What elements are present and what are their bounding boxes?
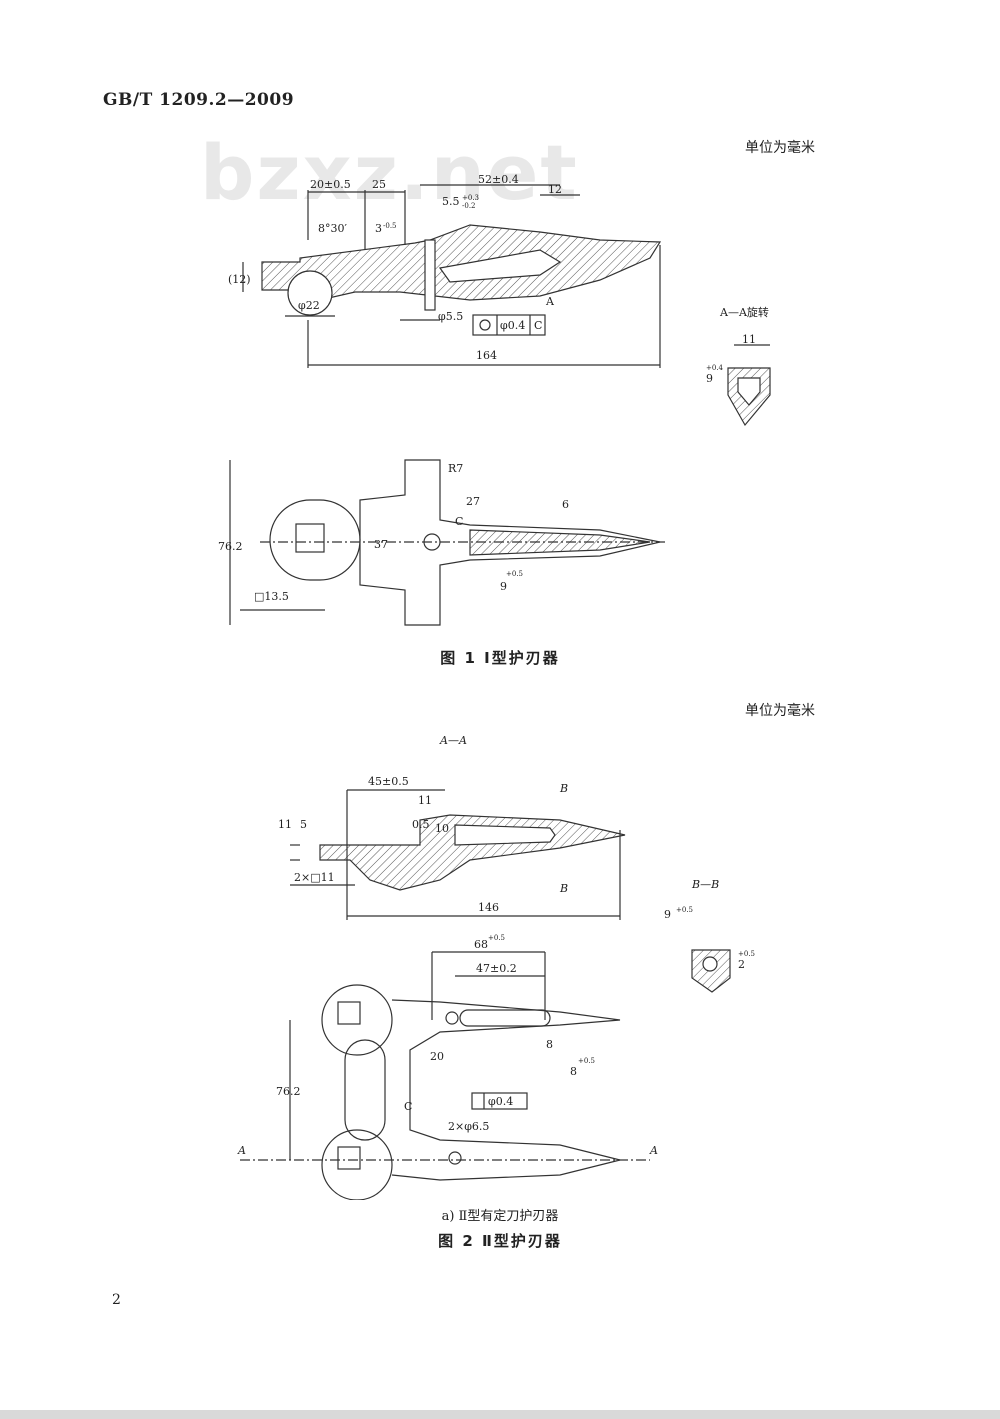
section-aa-title: A—A旋转 bbox=[719, 305, 769, 319]
dim-146: 146 bbox=[478, 901, 499, 914]
section-aa-height-tol: +0.4 bbox=[706, 364, 724, 372]
circle-c-mark: C bbox=[404, 1100, 412, 1113]
dim-5-5-tol: +0.3 bbox=[462, 194, 479, 202]
dim-20: 20±0.5 bbox=[310, 178, 351, 191]
view-aa-label: A—A bbox=[439, 734, 467, 747]
dim-phi22: φ22 bbox=[298, 299, 320, 312]
dim-angle: 8°30′ bbox=[318, 222, 347, 235]
dim-45: 45±0.5 bbox=[368, 775, 409, 788]
dim-8: 8 bbox=[546, 1038, 553, 1051]
tolerance-frame-value: φ0.4 bbox=[500, 319, 525, 332]
units-label-1: 单位为毫米 bbox=[745, 140, 815, 156]
dim-0-5: 0.5 bbox=[412, 818, 430, 831]
section-aa-height: 9 bbox=[706, 372, 713, 385]
dim-52: 52±0.4 bbox=[478, 173, 519, 186]
section-mark-a-left: A bbox=[237, 1144, 246, 1157]
dim-12: 12 bbox=[548, 183, 562, 196]
figure-2-subcaption: a) Ⅱ型有定刀护刃器 bbox=[441, 1209, 559, 1224]
dim-8b-tol: +0.5 bbox=[578, 1057, 595, 1065]
dim-25: 25 bbox=[372, 178, 386, 191]
tolerance-value: φ0.4 bbox=[488, 1095, 513, 1108]
watermark: bzxz.net bbox=[200, 128, 579, 217]
dim-3: 3 bbox=[375, 222, 382, 235]
section-bb-title: B—B bbox=[691, 878, 719, 891]
section-mark-a-right: A bbox=[649, 1144, 658, 1157]
dim-164: 164 bbox=[476, 349, 497, 362]
dim-5-5-tol2: -0.2 bbox=[462, 202, 476, 210]
figure-1-caption: 图 1 Ⅰ型护刃器 bbox=[440, 649, 560, 667]
dim-37: 37 bbox=[374, 538, 388, 551]
dim-76-2: 76.2 bbox=[276, 1085, 301, 1098]
dim-10: 10 bbox=[435, 822, 449, 835]
dim-47: 47±0.2 bbox=[476, 962, 517, 975]
dim-phi5-5: φ5.5 bbox=[438, 310, 463, 323]
section-mark-b-top: B bbox=[559, 782, 568, 795]
dim-r7: R7 bbox=[448, 462, 463, 475]
tolerance-datum: C bbox=[534, 319, 542, 332]
figure-2-drawing: A—A 45±0.5 11 5 0.5 10 11 2×□11 146 B B … bbox=[237, 734, 755, 1200]
section-bb-height: 2 bbox=[738, 958, 745, 971]
dim-2x-square-11: 2×□11 bbox=[294, 871, 335, 884]
dim-holes: 2×φ6.5 bbox=[448, 1120, 489, 1133]
dim-6: 6 bbox=[562, 498, 569, 511]
dim-5: 5 bbox=[300, 818, 307, 831]
dim-square-13-5: □13.5 bbox=[254, 590, 289, 603]
section-mark-a: A bbox=[545, 295, 555, 308]
page-bottom-edge bbox=[0, 1410, 1000, 1419]
dim-h11: 11 bbox=[278, 818, 292, 831]
section-mark-b-bottom: B bbox=[559, 882, 568, 895]
dim-9-tol: +0.5 bbox=[506, 570, 523, 578]
dim-h12: (12) bbox=[228, 273, 251, 286]
dim-76-2: 76.2 bbox=[218, 540, 243, 553]
units-label-2: 单位为毫米 bbox=[745, 703, 815, 719]
standard-number-header: GB/T 1209.2—2009 bbox=[103, 90, 295, 110]
dim-27: 27 bbox=[466, 495, 480, 508]
dim-3-tol: -0.5 bbox=[383, 222, 397, 230]
section-aa-width: 11 bbox=[742, 333, 756, 346]
circle-c-mark: C bbox=[455, 515, 463, 528]
dim-68: 68 bbox=[474, 938, 488, 951]
section-bb-width-tol: +0.5 bbox=[676, 906, 693, 914]
dim-5-5: 5.5 bbox=[442, 195, 460, 208]
section-bb-width: 9 bbox=[664, 908, 671, 921]
figure-2-caption: 图 2 Ⅱ型护刃器 bbox=[438, 1232, 562, 1250]
figure-1-drawing: 20±0.5 25 52±0.4 12 5.5 +0.3 -0.2 8°30′ … bbox=[218, 173, 771, 626]
dim-9: 9 bbox=[500, 580, 507, 593]
section-bb-height-tol: +0.5 bbox=[738, 950, 755, 958]
dim-8b: 8 bbox=[570, 1065, 577, 1078]
dim-11: 11 bbox=[418, 794, 432, 807]
dim-68-tol: +0.5 bbox=[488, 934, 505, 942]
dim-20: 20 bbox=[430, 1050, 444, 1063]
page-number: 2 bbox=[112, 1292, 121, 1308]
